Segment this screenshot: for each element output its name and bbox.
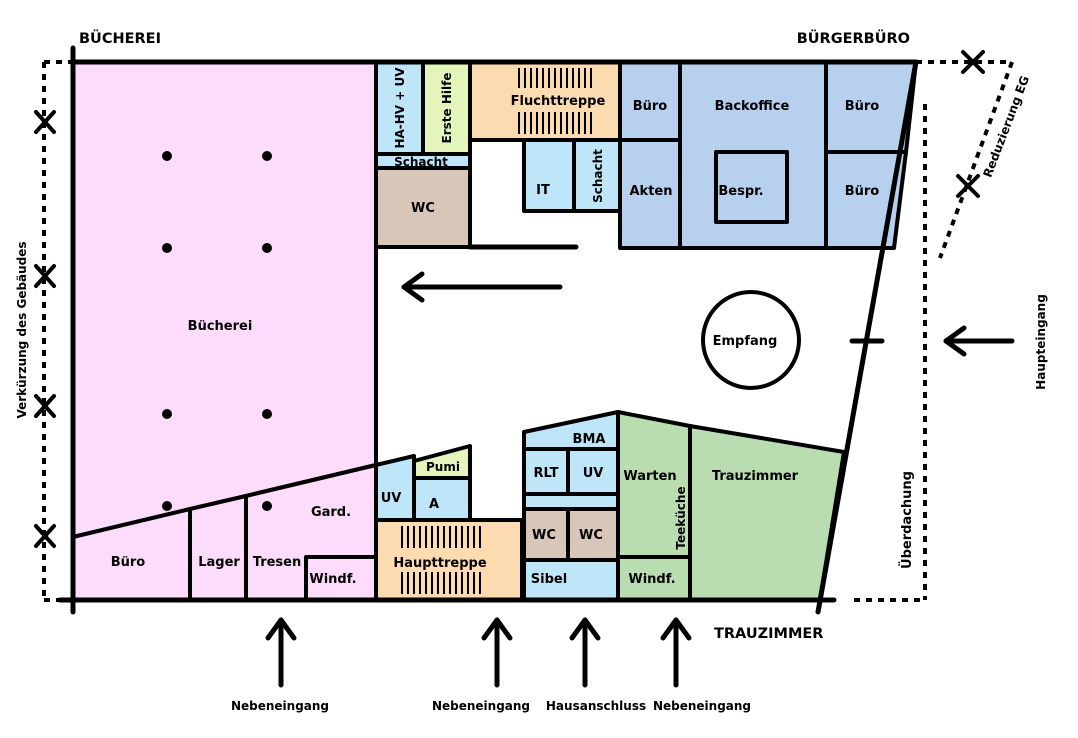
x-marker-diagonal — [956, 174, 980, 198]
label-room-rlt: RLT — [533, 466, 558, 481]
label-ueberdachung: Überdachung — [899, 471, 915, 569]
library-columns — [162, 151, 272, 511]
label-room-buero-top: Büro — [633, 99, 668, 114]
label-room-schacht-mid: Schacht — [591, 149, 605, 203]
room-bespr — [714, 150, 789, 224]
x-marker-top-right — [961, 50, 985, 74]
room-uv-left — [374, 454, 416, 522]
haupttreppe-steps-top — [401, 526, 481, 548]
label-room-buero-right-top: Büro — [845, 99, 880, 114]
label-room-it: IT — [536, 183, 550, 198]
label-room-bma: BMA — [573, 432, 606, 447]
label-room-bespr: Bespr. — [718, 184, 763, 199]
fluchttreppe-steps-bottom — [518, 112, 592, 134]
label-room-a: A — [429, 497, 439, 512]
outer-walls — [57, 45, 919, 615]
label-room-haupttreppe: Haupttreppe — [393, 556, 486, 571]
label-trauzimmer-edge: TRAUZIMMER — [714, 626, 823, 642]
label-nebeneingang-3: Nebeneingang — [653, 699, 751, 713]
x-markers — [34, 50, 985, 548]
room-trauzimmer — [688, 424, 846, 602]
label-reduzierung: Reduzierung EG — [980, 74, 1032, 179]
x-marker-left-3 — [34, 394, 56, 418]
room-buecherei — [71, 60, 378, 539]
room-labels: Bücherei HA-HV + UV Erste Hilfe Fluchttr… — [111, 67, 880, 587]
x-marker-left-4 — [34, 524, 56, 548]
room-windf-right — [616, 555, 692, 602]
room-lager — [188, 494, 248, 602]
room-it — [522, 138, 576, 213]
nebeneingang-1-arrow-icon — [265, 617, 297, 688]
label-room-wc-bottom-1: WC — [532, 528, 556, 543]
label-room-backoffice: Backoffice — [715, 99, 790, 114]
arrows — [265, 271, 1015, 688]
label-room-buero-bottom: Büro — [111, 555, 146, 570]
label-room-gard: Gard. — [311, 505, 351, 520]
label-room-windf-right: Windf. — [628, 572, 675, 587]
label-room-sibel: Sibel — [531, 572, 567, 587]
room-strip — [522, 492, 620, 511]
label-room-schacht-top: Schacht — [394, 155, 448, 169]
hausanschluss-arrow-icon — [569, 617, 601, 688]
label-room-wc-top: WC — [411, 201, 435, 216]
dashed-extensions — [42, 60, 1014, 602]
corridor-arrow-icon — [401, 271, 563, 303]
label-room-lager: Lager — [198, 555, 240, 570]
room-fills — [71, 60, 918, 602]
room-buero-right-bottom — [824, 150, 908, 250]
label-room-warten: Warten — [623, 469, 676, 484]
label-room-fluchttreppe: Fluchttreppe — [511, 94, 606, 109]
label-room-uv-left: UV — [381, 491, 402, 506]
label-room-erste-hilfe: Erste Hilfe — [440, 73, 454, 144]
nebeneingang-3-arrow-icon — [660, 617, 692, 688]
label-verkuerzung: Verkürzung des Gebäudes — [15, 241, 29, 418]
room-uv-mid — [566, 447, 620, 496]
label-room-empfang: Empfang — [713, 334, 778, 349]
label-buecherei-edge: BÜCHEREI — [79, 29, 161, 47]
label-nebeneingang-2: Nebeneingang — [432, 699, 530, 713]
fluchttreppe-steps-top — [518, 68, 592, 88]
label-buergerbuero-edge: BÜRGERBÜRO — [797, 29, 910, 47]
room-ha-hv-uv — [374, 60, 425, 156]
label-hausanschluss: Hausanschluss — [546, 699, 646, 713]
stair-hatching — [401, 68, 592, 594]
room-a — [412, 476, 472, 522]
label-room-tresen: Tresen — [253, 555, 301, 570]
haupteingang-arrow-icon — [943, 325, 1015, 357]
label-room-wc-bottom-2: WC — [579, 528, 603, 543]
empfang-circle — [701, 290, 801, 390]
room-wc-top — [374, 166, 472, 249]
label-room-trauzimmer: Trauzimmer — [712, 469, 799, 484]
room-akten — [618, 138, 682, 250]
label-room-buecherei: Bücherei — [188, 319, 253, 334]
nebeneingang-2-arrow-icon — [481, 617, 513, 688]
label-room-uv-mid: UV — [583, 466, 604, 481]
label-room-akten: Akten — [630, 184, 673, 199]
label-haupteingang: Haupteingang — [1034, 294, 1048, 390]
room-windf-left — [304, 555, 378, 602]
label-room-buero-right-bottom: Büro — [845, 184, 880, 199]
label-nebeneingang-1: Nebeneingang — [231, 699, 329, 713]
label-room-windf-left: Windf. — [309, 572, 356, 587]
haupttreppe-steps-bottom — [401, 572, 481, 594]
label-room-ha-hv-uv: HA-HV + UV — [393, 67, 407, 149]
label-room-teekueche: Teeküche — [674, 486, 688, 549]
x-marker-left-1 — [34, 110, 56, 134]
x-marker-left-2 — [34, 264, 56, 288]
label-room-pumi: Pumi — [426, 460, 460, 474]
edge-labels: BÜCHEREI BÜRGERBÜRO TRAUZIMMER Verkürzun… — [15, 29, 1048, 713]
